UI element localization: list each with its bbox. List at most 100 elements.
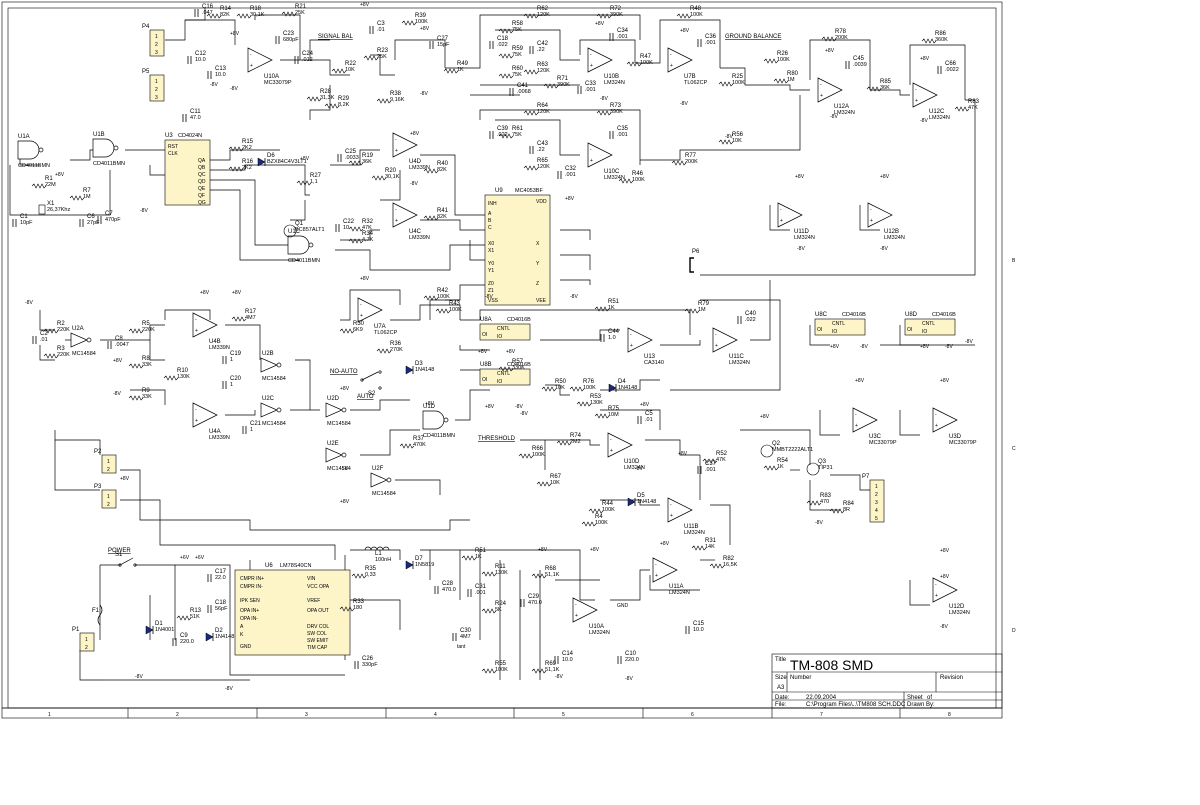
- part-c35[interactable]: C35.001: [609, 126, 629, 139]
- part-c16[interactable]: C16.047: [194, 4, 214, 17]
- part-c2[interactable]: C2.01: [32, 331, 48, 344]
- part-c41[interactable]: C41.0068: [509, 83, 531, 96]
- part-c36[interactable]: C36.001: [697, 34, 717, 47]
- part-c39[interactable]: C39.022: [489, 126, 509, 139]
- part-c42[interactable]: C42.22: [529, 41, 549, 54]
- part-c37[interactable]: C37.001: [697, 461, 717, 474]
- part-c24[interactable]: C24.012: [294, 51, 314, 64]
- part-c40[interactable]: C40.022: [737, 311, 757, 324]
- part-c3[interactable]: C3.01: [369, 21, 385, 34]
- part-c34[interactable]: C34.001: [609, 28, 629, 41]
